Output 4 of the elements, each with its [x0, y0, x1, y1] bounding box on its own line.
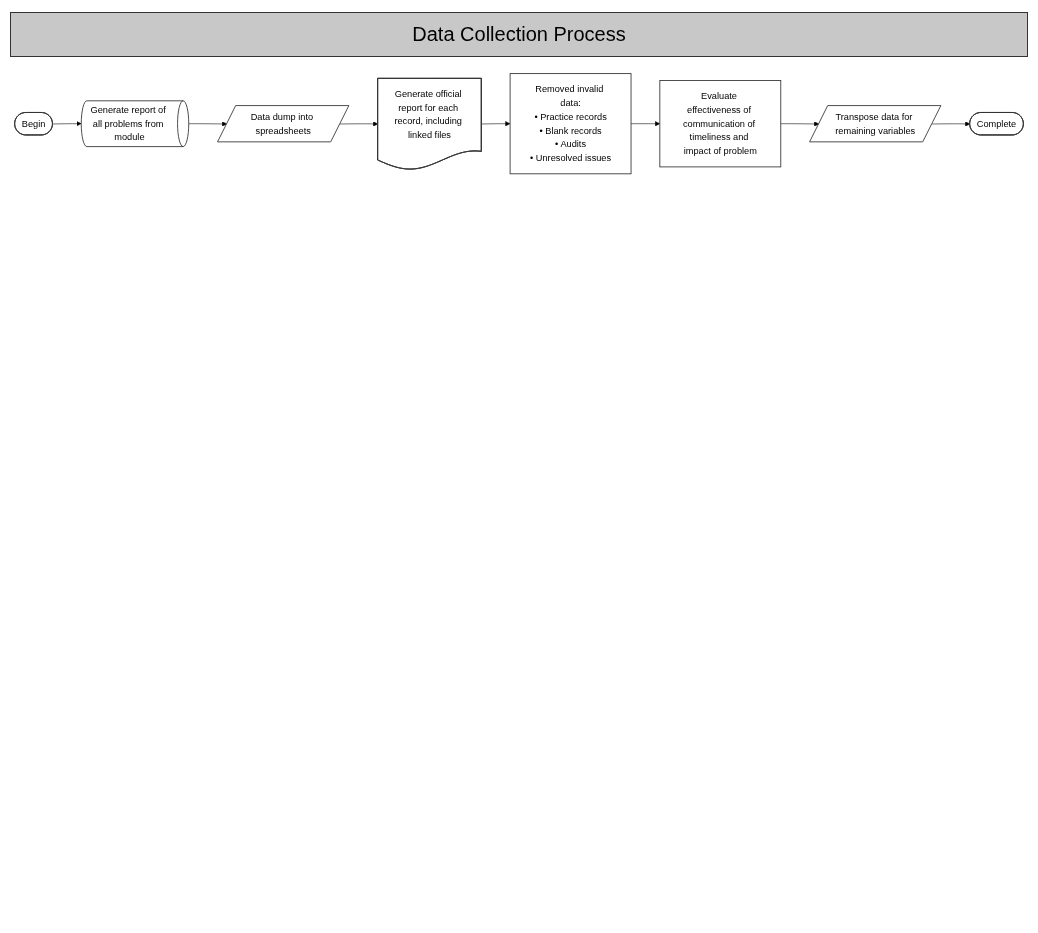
title-banner: Data Collection Process [10, 12, 1028, 57]
node-box: Evaluate effectiveness of communication of timeliness and impact of problem [659, 80, 782, 168]
node-text: Generate report of all problems from module [90, 104, 166, 143]
node-box: Removed invalid data: • Practice records • Blank records • Audits • Unresolved issues [509, 73, 632, 175]
